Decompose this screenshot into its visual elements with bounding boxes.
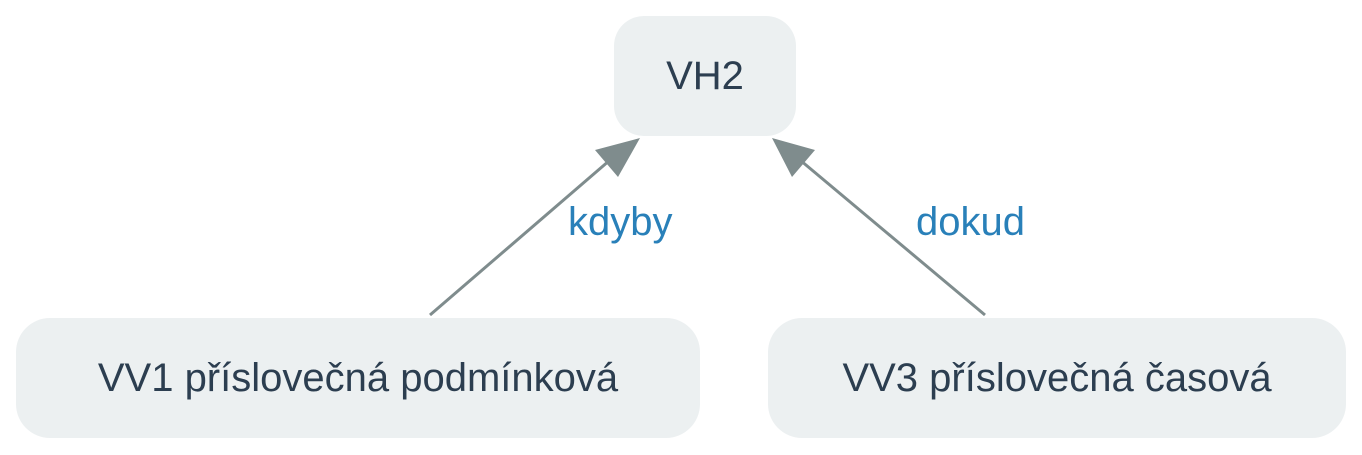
edge-right-arrowhead: [772, 138, 815, 177]
node-vv3-label: VV3 příslovečná časová: [842, 355, 1272, 400]
edge-left-line: [429, 158, 611, 317]
edge-label-kdyby: kdyby: [568, 200, 673, 244]
node-vh2-label: VH2: [666, 53, 744, 98]
edge-label-dokud: dokud: [916, 200, 1025, 244]
edge-right-line: [799, 158, 986, 317]
node-vh2[interactable]: VH2: [614, 16, 796, 136]
node-vv1-label: VV1 příslovečná podmínková: [97, 355, 619, 400]
edge-left-arrowhead: [595, 138, 640, 177]
node-vv1[interactable]: VV1 příslovečná podmínková: [16, 318, 700, 438]
node-vv3[interactable]: VV3 příslovečná časová: [768, 318, 1346, 438]
